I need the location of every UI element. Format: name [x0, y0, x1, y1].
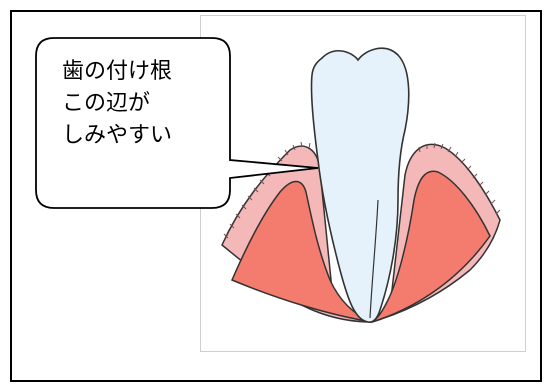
callout-line-3: しみやすい: [62, 123, 173, 148]
gum-dark-left: [231, 180, 373, 323]
gum-dark-right: [371, 170, 491, 323]
callout-line-2: この辺が: [62, 91, 151, 116]
tooth-shape: [310, 47, 410, 323]
callout-line-1: 歯の付け根: [62, 59, 173, 84]
callout-text: 歯の付け根 この辺が しみやすい: [62, 56, 222, 152]
gum-texture-right: [418, 142, 501, 215]
speech-bubble-shape: [35, 37, 319, 209]
tooth-root-line: [369, 199, 379, 319]
